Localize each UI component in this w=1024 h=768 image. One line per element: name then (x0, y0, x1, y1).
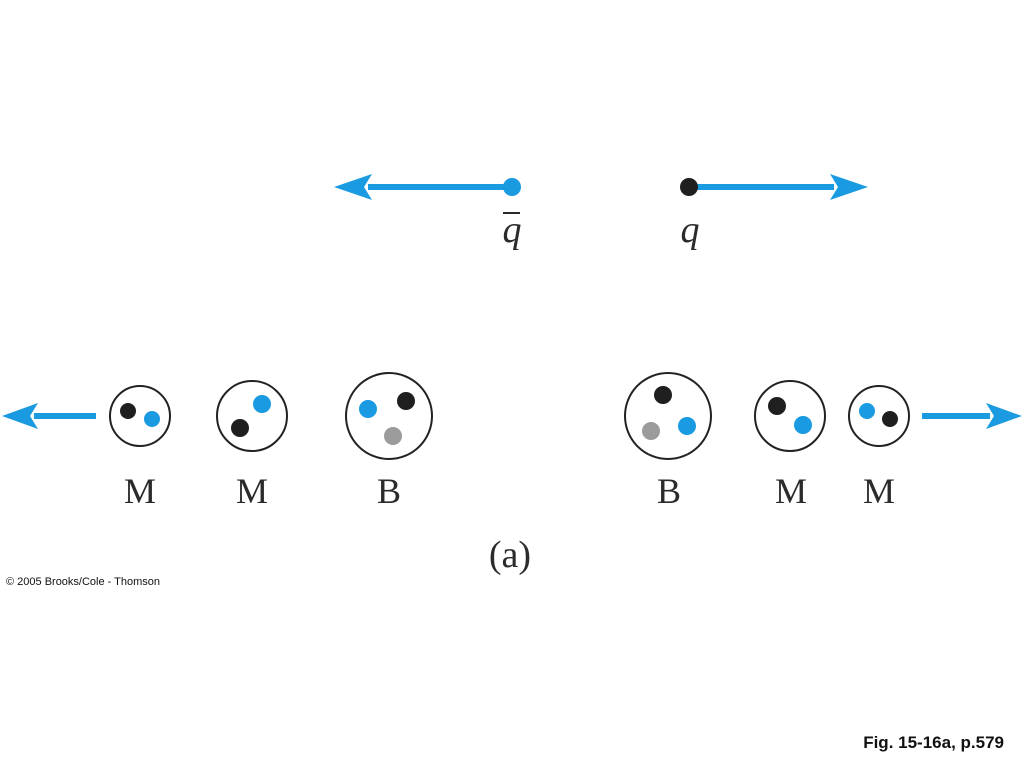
quark-track: q (680, 174, 868, 251)
meson-2-label: M (236, 471, 268, 511)
quark-black (768, 397, 786, 415)
quark-label: q (681, 209, 700, 251)
antiquark-dot (503, 178, 521, 196)
panel-caption: (a) (489, 534, 531, 576)
meson-3: M (754, 380, 826, 511)
quark-black (120, 403, 136, 419)
baryon-2-label: B (657, 471, 681, 511)
figure-reference: Fig. 15-16a, p.579 (863, 733, 1004, 752)
meson-1: M (109, 385, 171, 511)
quark-blue (359, 400, 377, 418)
antiquark-track: q (334, 174, 522, 251)
meson-3-circle (754, 380, 826, 452)
meson-2-circle (216, 380, 288, 452)
baryon-1-circle (345, 372, 433, 460)
quark-arrow-head (830, 174, 868, 200)
meson-1-circle (109, 385, 171, 447)
quark-black (231, 419, 249, 437)
copyright-notice: © 2005 Brooks/Cole - Thomson (6, 576, 161, 588)
quark-dot (680, 178, 698, 196)
antiquark-arrow-head (334, 174, 372, 200)
quark-black (654, 386, 672, 404)
meson-1-label: M (124, 471, 156, 511)
quark-gray (642, 422, 660, 440)
quark-black (882, 411, 898, 427)
left-arrow-head (2, 403, 38, 429)
quark-black (397, 392, 415, 410)
meson-4: M (848, 385, 910, 511)
quark-blue (859, 403, 875, 419)
antiquark-label: q (503, 209, 522, 251)
quark-gray (384, 427, 402, 445)
meson-3-label: M (775, 471, 807, 511)
right-jet-arrow (922, 403, 1022, 429)
baryon-1: B (345, 372, 433, 511)
meson-4-label: M (863, 471, 895, 511)
quark-blue (678, 417, 696, 435)
meson-4-circle (848, 385, 910, 447)
baryon-2-circle (624, 372, 712, 460)
right-arrow-head (986, 403, 1022, 429)
quark-blue (253, 395, 271, 413)
quark-blue (144, 411, 160, 427)
baryon-2: B (624, 372, 712, 511)
meson-2: M (216, 380, 288, 511)
baryon-1-label: B (377, 471, 401, 511)
left-jet-arrow (2, 403, 96, 429)
quark-blue (794, 416, 812, 434)
